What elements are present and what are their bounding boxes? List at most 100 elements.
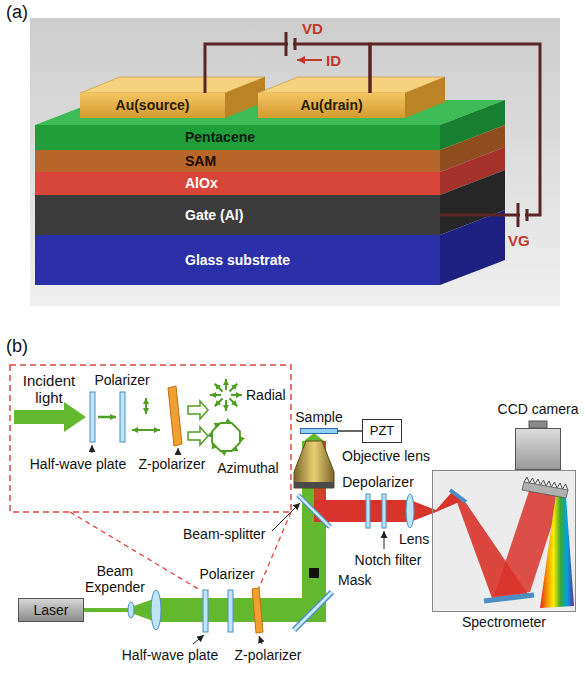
polarization-arrow — [132, 429, 160, 431]
depolarizer-plate — [366, 494, 370, 528]
radial-arrow — [215, 384, 223, 392]
radial-arrow — [215, 399, 223, 407]
node-label: PZT — [370, 423, 395, 439]
leader-line — [193, 635, 204, 644]
z-polarizer-plate — [252, 588, 263, 633]
node-label: Glass substrate — [185, 252, 290, 269]
hollow-arrow — [188, 427, 208, 445]
battery-symbol — [285, 32, 288, 56]
spectrometer-box: Spectrometer — [432, 470, 576, 612]
laser-beam — [84, 608, 131, 612]
dispersed-spectrum — [540, 494, 574, 608]
node-label: Au(source) — [116, 97, 190, 114]
mask-block — [309, 568, 319, 578]
hollow-arrow — [188, 401, 208, 419]
electrode-bar: Au(drain) — [258, 93, 405, 118]
mode-label: Radial — [246, 387, 286, 403]
node-label: Au(drain) — [300, 97, 362, 114]
spectrometer-ground — [432, 470, 576, 612]
polarization-arrow — [145, 398, 147, 414]
inset-link-line — [70, 512, 200, 590]
radial-icon — [210, 379, 242, 411]
raman-beam — [314, 500, 410, 522]
expanded-beam — [156, 598, 326, 622]
azimuthal-icon — [212, 423, 240, 451]
layer-band: SAM — [35, 150, 440, 172]
pzt-box: PZT — [362, 419, 402, 443]
node-label: Laser — [33, 602, 68, 619]
ccd-camera: CCD camera — [515, 428, 561, 470]
leader-line — [384, 531, 385, 549]
node-label: Spectrometer — [462, 614, 546, 631]
half-wave-plate — [203, 590, 208, 632]
mirror — [294, 592, 332, 630]
node-label: AlOx — [185, 175, 218, 192]
panel-label: (a) — [6, 2, 28, 22]
part-label: Half-wave plate — [122, 647, 219, 663]
wire-gap — [288, 41, 293, 47]
mirror — [294, 592, 332, 630]
inset-box — [10, 365, 291, 512]
part-label: Z-polarizer — [139, 456, 206, 472]
part-label: Beam Expender — [83, 563, 147, 595]
expander-lens — [128, 602, 134, 618]
radial-arrow — [210, 394, 221, 396]
beam-splitter-plate — [298, 495, 330, 527]
mode-label: Azimuthal — [217, 460, 278, 476]
incident-arrow — [14, 402, 86, 432]
node-label: SAM — [185, 153, 216, 170]
focused-beam — [304, 433, 324, 441]
layer-band: Pentacene — [35, 125, 440, 150]
part-label: Beam-splitter — [183, 526, 265, 542]
radial-arrow — [230, 399, 238, 407]
radial-arrow — [231, 394, 242, 396]
battery-symbol — [526, 209, 529, 221]
battery-symbol — [294, 38, 297, 50]
polarization-arrow — [98, 416, 116, 419]
half-wave-plate — [90, 392, 95, 442]
node-label: CCD camera — [498, 401, 579, 418]
focusing-lens — [406, 494, 414, 528]
radial-arrow — [230, 384, 238, 392]
leader-line — [259, 636, 262, 644]
part-label: Incident light — [16, 372, 82, 406]
sample-plate: Sample — [300, 428, 338, 434]
part-label: Mask — [338, 572, 371, 588]
current-label: ID — [326, 52, 341, 69]
node-label: Sample — [295, 409, 342, 426]
mount-line — [338, 430, 362, 432]
objective-ring — [294, 482, 334, 488]
wire-gap — [520, 212, 525, 218]
z-polarizer-plate — [168, 386, 182, 446]
radial-arrow — [225, 400, 227, 411]
inset-link-line — [258, 512, 291, 590]
current-arrow — [297, 59, 322, 61]
part-label: Depolarizer — [342, 474, 414, 490]
panel-label: (b) — [6, 336, 28, 356]
glass-side-face — [440, 210, 505, 285]
objective-lens — [294, 441, 334, 488]
expander-lens — [151, 590, 161, 630]
notch-filter-plate — [382, 494, 386, 528]
part-label: Polarizer — [94, 372, 149, 388]
grating-teeth — [524, 477, 568, 490]
layer-band: Glass substrate — [35, 235, 440, 285]
electrode-bar: Au(source) — [80, 93, 225, 118]
part-label: Objective lens — [342, 448, 430, 464]
polarizer-plate — [228, 590, 233, 632]
leader-line — [92, 445, 93, 453]
leader-line — [272, 503, 300, 531]
voltage-label: VG — [508, 232, 530, 249]
spectrometer-mirror — [450, 490, 466, 502]
part-label: Z-polarizer — [235, 647, 302, 663]
spectrometer-mirror — [484, 595, 534, 601]
node-label: Gate (Al) — [185, 207, 243, 224]
voltage-label: VD — [302, 20, 323, 37]
beam-splitter-plate — [298, 495, 330, 527]
node-label: Pentacene — [185, 129, 255, 146]
radial-arrow — [225, 379, 227, 390]
drain-side-face — [405, 77, 445, 118]
laser-box: Laser — [18, 598, 84, 622]
layer-band: Gate (Al) — [35, 195, 440, 235]
